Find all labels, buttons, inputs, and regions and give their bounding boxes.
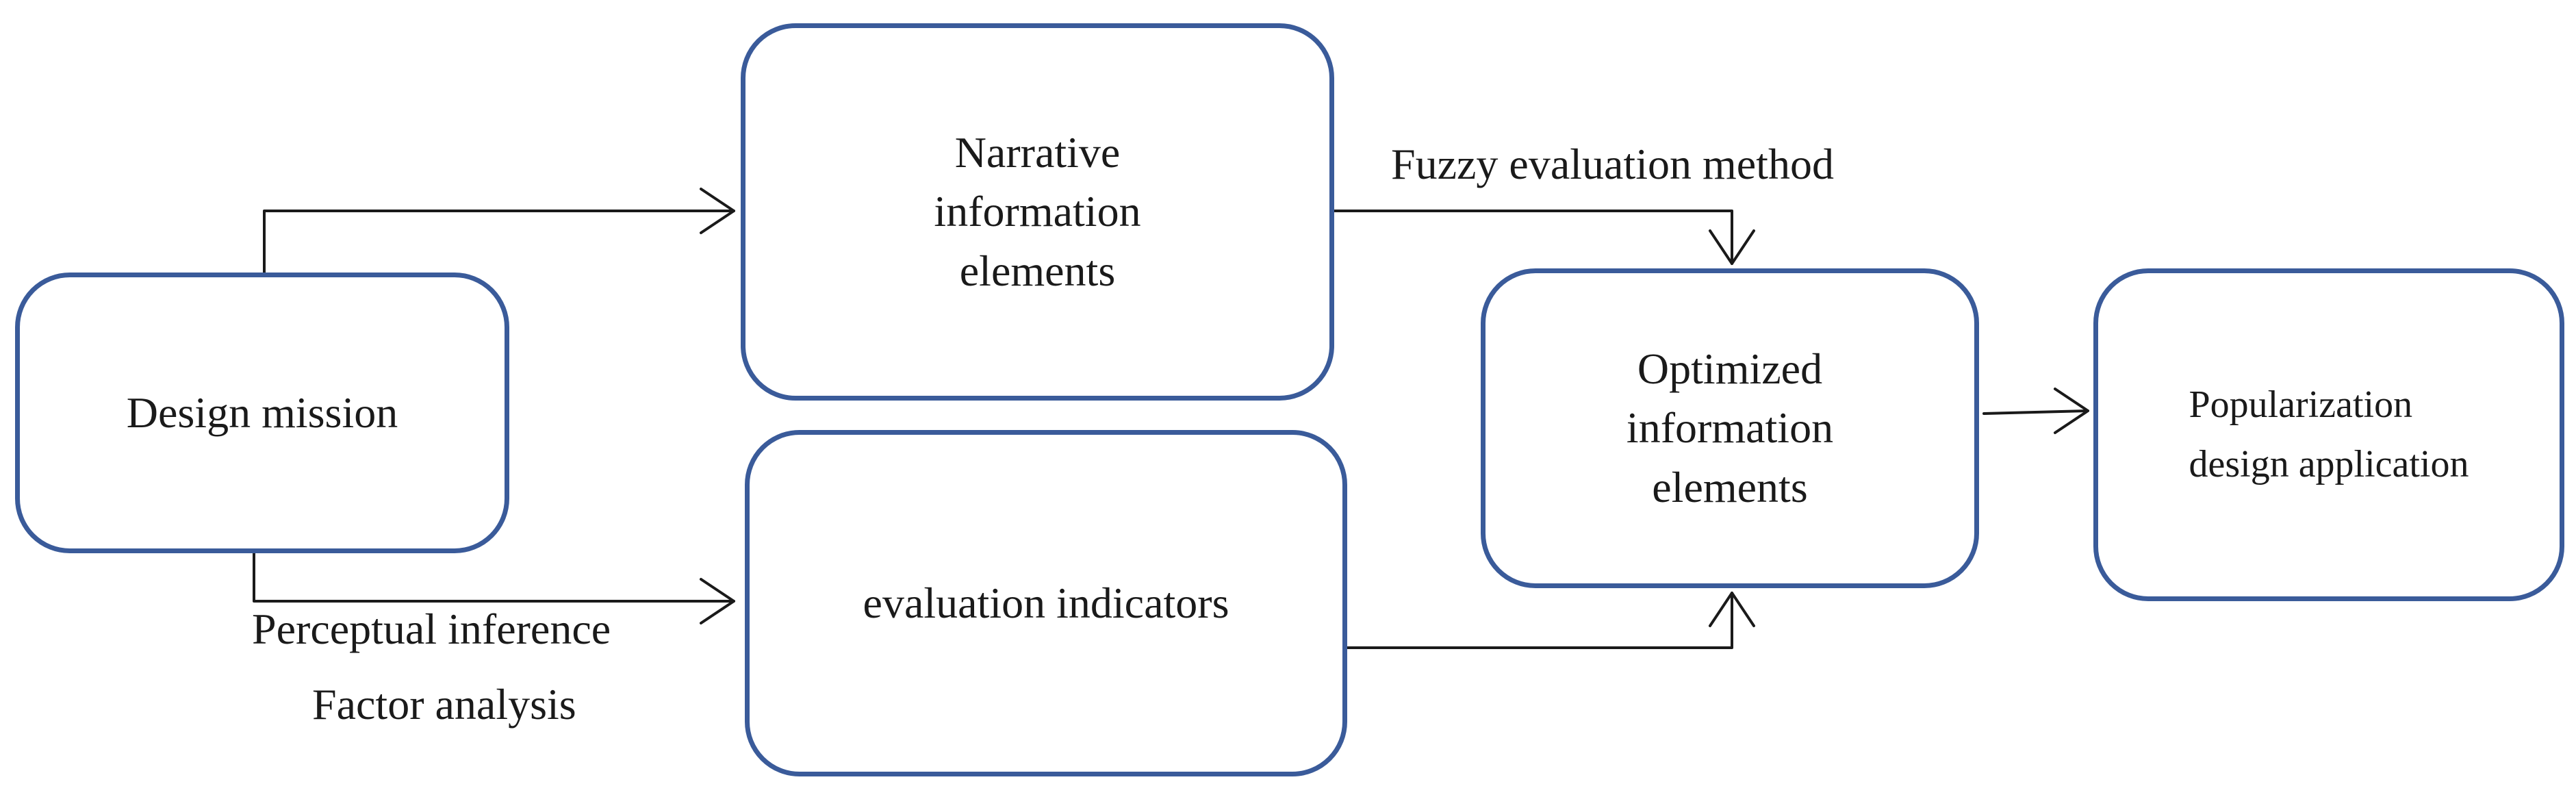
connector-evaluation-to-optimized xyxy=(1346,592,1733,649)
edge-label-factor-analysis: Factor analysis xyxy=(312,680,576,729)
connector-optimized-to-popularization xyxy=(1982,409,2089,415)
arrowhead-evaluation-icon xyxy=(700,578,735,624)
edge-label-perceptual-inference: Perceptual inference xyxy=(252,605,611,653)
box-evaluation-indicators: evaluation indicators xyxy=(745,430,1347,776)
box-popularization-application-label: Popularization design application xyxy=(2189,383,2469,485)
connector-narrative-to-optimized xyxy=(1333,210,1733,265)
box-optimized-elements: Optimized information elements xyxy=(1481,268,1979,588)
edge-label-fuzzy-evaluation: Fuzzy evaluation method xyxy=(1391,140,1834,188)
box-design-mission: Design mission xyxy=(15,273,509,553)
arrowhead-popularization-icon xyxy=(2054,388,2089,434)
box-narrative-elements: Narrative information elements xyxy=(741,23,1334,401)
box-popularization-application: Popularization design application xyxy=(2093,268,2564,601)
arrowhead-optimized-bottom-icon xyxy=(1709,592,1755,627)
box-narrative-elements-label: Narrative information elements xyxy=(934,127,1141,295)
connector-design-to-evaluation xyxy=(253,552,735,603)
arrowhead-narrative-icon xyxy=(700,188,735,234)
box-evaluation-indicators-label: evaluation indicators xyxy=(863,578,1229,627)
box-design-mission-label: Design mission xyxy=(126,388,398,437)
connector-design-to-narrative xyxy=(263,210,735,274)
box-optimized-elements-label: Optimized information elements xyxy=(1626,344,1834,511)
arrowhead-optimized-top-icon xyxy=(1709,229,1755,265)
